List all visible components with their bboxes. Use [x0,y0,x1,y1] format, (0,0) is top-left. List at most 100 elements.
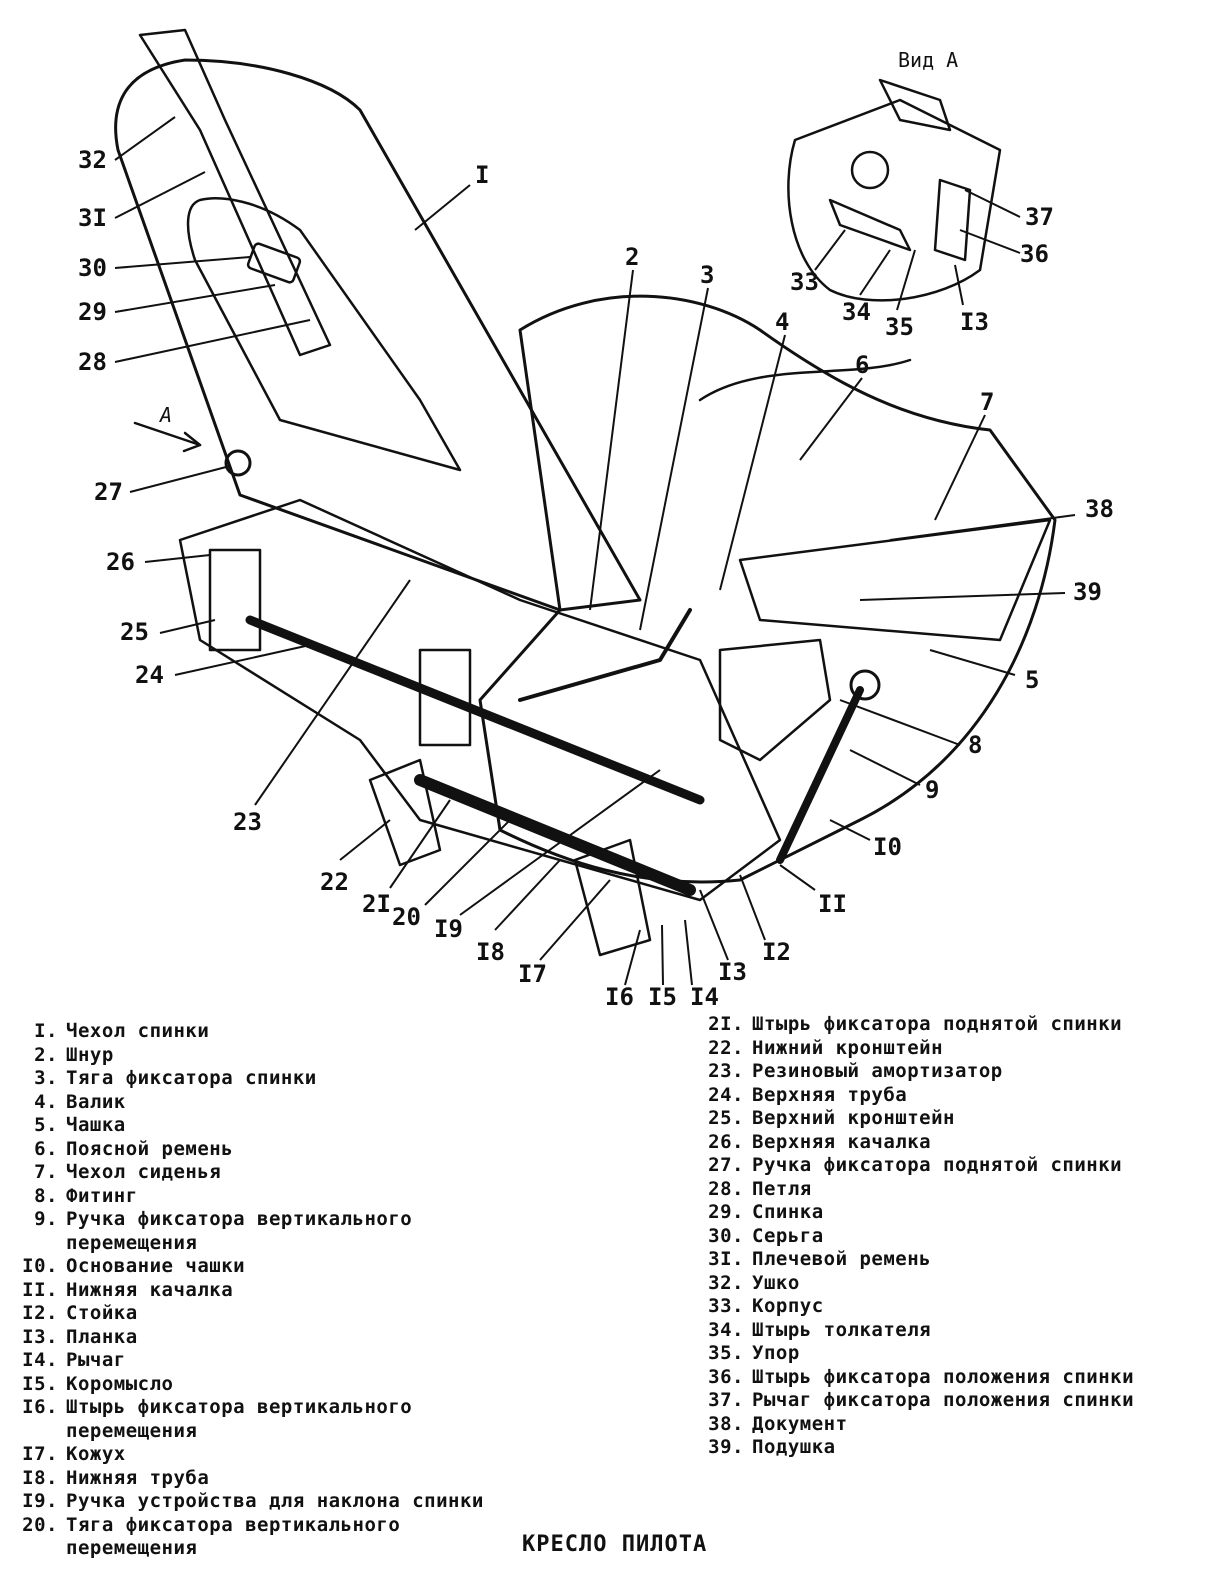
legend-item-text: Упор [752,1342,800,1364]
leader-29 [114,284,276,313]
callout-15: I5 [648,983,677,1011]
legend-item-text: Верхняя труба [752,1083,908,1106]
leader-27 [129,465,231,493]
legend-item-text: Штырь толкателя [752,1318,932,1341]
callout-7: 7 [980,388,994,416]
callout-34: 34 [842,298,871,326]
callout-27: 27 [94,478,123,506]
legend-item-number: 30. [708,1224,744,1247]
callout-25: 25 [120,618,149,646]
legend-item: 25. Верхний кронштейн [686,1107,1134,1131]
leader-5 [929,649,1016,676]
leader-9 [849,749,921,786]
leader-33 [814,229,846,271]
legend-item-continuation: перемещения [66,1419,198,1442]
legend-item-text: Рычаг фиксатора положения спинки [752,1389,1135,1411]
legend-item: 3.Тяга фиксатора спинки [2,1067,484,1091]
callout-35: 35 [885,313,914,341]
legend-item-number: 26. [708,1130,744,1153]
legend-item-text: Нижняя качалка [66,1278,234,1301]
seat-drawing [114,28,1057,957]
leader-37 [964,189,1021,218]
legend-item-continuation: перемещения [66,1537,198,1559]
legend-item-number: 33. [708,1295,744,1317]
callout-23: 23 [233,808,262,836]
legend-item-number: 39. [708,1436,744,1458]
callout-3: 3 [700,261,714,289]
legend-item: 9.Ручка фиксатора вертикального [2,1208,484,1232]
legend-item-number: I8. [22,1466,58,1489]
leader-17 [539,879,611,961]
legend-item: 36.Штырь фиксатора положения спинки [686,1366,1134,1390]
legend-item-text: Шнур [66,1043,114,1066]
legend-item: 32. Ушко [686,1272,1134,1296]
callout-2: 2 [625,243,639,271]
leader-39 [859,592,1066,601]
legend-item-text: Петля [752,1177,812,1200]
legend-item-number: 3. [34,1067,58,1089]
callout-13-detail: I3 [960,308,989,336]
legend-item: 35. Упор [686,1342,1134,1366]
callout-32: 32 [78,146,107,174]
legend-item-text: Штырь фиксатора вертикального [66,1396,413,1418]
leader-1 [414,184,471,231]
legend-item-text: Рычаг [66,1349,126,1371]
legend-item-number: 23. [708,1060,744,1082]
callout-39: 39 [1073,578,1102,606]
legend-item-number: I7. [22,1443,58,1465]
callout-26: 26 [106,548,135,576]
leader-3 [639,287,709,631]
legend-item-number: 28. [708,1177,744,1200]
callout-31: 3I [78,204,107,232]
legend-item-text: Штырь фиксатора положения спинки [752,1365,1135,1388]
legend-item-number: II. [22,1278,58,1301]
legend-item-number: 35. [708,1342,744,1364]
legend-item-text: Планка [66,1325,138,1348]
legend-item-text: Спинка [752,1201,824,1223]
legend-item-number: 3I. [708,1248,744,1270]
legend-item: 37.Рычаг фиксатора положения спинки [686,1389,1134,1413]
callout-30: 30 [78,254,107,282]
legend-item-text: Штырь фиксатора поднятой спинки [752,1013,1123,1035]
legend-item-number: 24. [708,1083,744,1106]
legend-item: 26.Верхняя качалка [686,1131,1134,1155]
leader-34 [859,249,891,296]
legend-item-number: I6. [22,1396,58,1418]
legend-item: 24. Верхняя труба [686,1084,1134,1108]
callout-6: 6 [855,351,869,379]
legend-item-number: 9. [34,1208,58,1230]
legend-item-number: 32. [708,1271,744,1294]
legend-item-text: Стойка [66,1302,138,1324]
leader-24 [174,644,311,676]
leader-8 [839,699,961,746]
callout-38: 38 [1085,495,1114,523]
callout-20: 20 [392,903,421,931]
leader-25 [159,619,216,634]
legend-item: 28. Петля [686,1178,1134,1202]
legend-item: I4. Рычаг [2,1349,484,1373]
legend-item-number: I4. [22,1349,58,1371]
legend-item-number: 2. [34,1043,58,1066]
leader-21 [389,799,451,889]
callout-33: 33 [790,268,819,296]
legend-item-text: Чехол спинки [66,1020,210,1042]
view-arrow-label: А [158,403,172,427]
legend-item-text: Ушко [752,1271,800,1294]
legend-item: I5.Коромысло [2,1373,484,1397]
leader-2 [589,269,634,611]
leader-6 [799,377,863,461]
legend-item-text: Чехол сиденья [66,1161,222,1183]
legend-item-continuation: перемещения [66,1231,198,1254]
legend-item: I3.Планка [2,1326,484,1350]
legend-item-number: 25. [708,1107,744,1129]
legend-item-number: 27. [708,1154,744,1176]
legend-item-text: Верхний кронштейн [752,1107,955,1129]
callout-28: 28 [78,348,107,376]
leader-36 [959,229,1021,254]
legend-item: 20.Тяга фиксатора вертикального [2,1514,484,1538]
legend-item-number: I2. [22,1302,58,1324]
legend-item: 27.Ручка фиксатора поднятой спинки [686,1154,1134,1178]
legend-item-text: Плечевой ремень [752,1248,932,1270]
